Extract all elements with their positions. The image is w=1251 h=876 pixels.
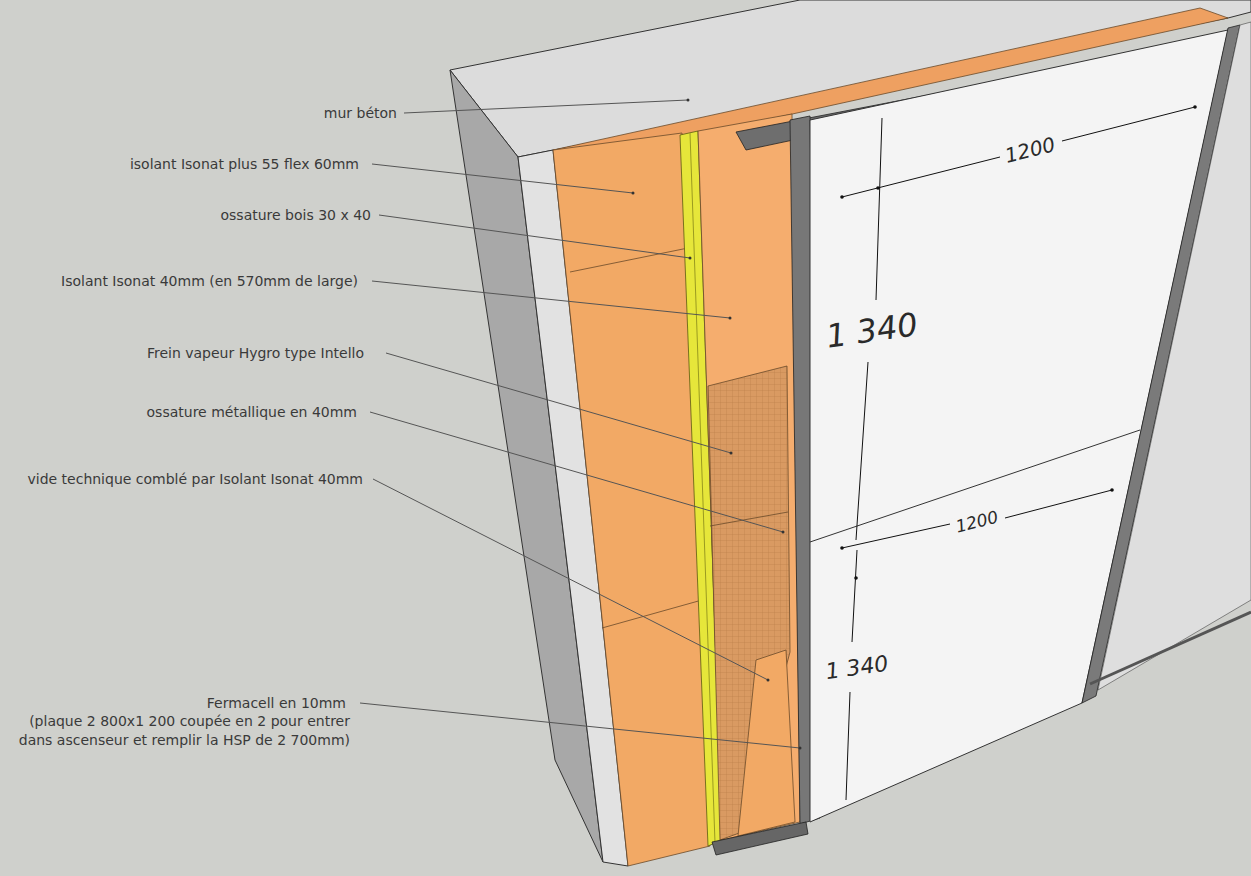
insulation-40: [698, 114, 800, 840]
callout-label: vide technique comblé par Isolant Isonat…: [27, 470, 363, 489]
callout-label: Fermacell en 10mm: [207, 694, 346, 713]
callout-label: Isolant Isonat 40mm (en 570mm de large): [61, 272, 358, 291]
insulation-joint: [570, 248, 688, 272]
callout-label: Frein vapeur Hygro type Intello: [147, 344, 364, 363]
metal-rail-bottom: [712, 822, 808, 855]
dimension-lines: [842, 107, 1195, 800]
callout-label: ossature métallique en 40mm: [147, 403, 357, 422]
callout-note: (plaque 2 800x1 200 coupée en 2 pour ent…: [5, 712, 350, 750]
insulation-joint: [602, 600, 702, 628]
wall-beyond: [1098, 22, 1251, 690]
callout-label: isolant Isonat plus 55 flex 60mm: [130, 155, 359, 174]
callout-label: ossature bois 30 x 40: [220, 206, 371, 225]
callout-label: mur béton: [324, 104, 397, 123]
leader-dots: [632, 99, 802, 750]
leader-lines: [360, 100, 800, 748]
floor-rail: [1090, 612, 1251, 684]
